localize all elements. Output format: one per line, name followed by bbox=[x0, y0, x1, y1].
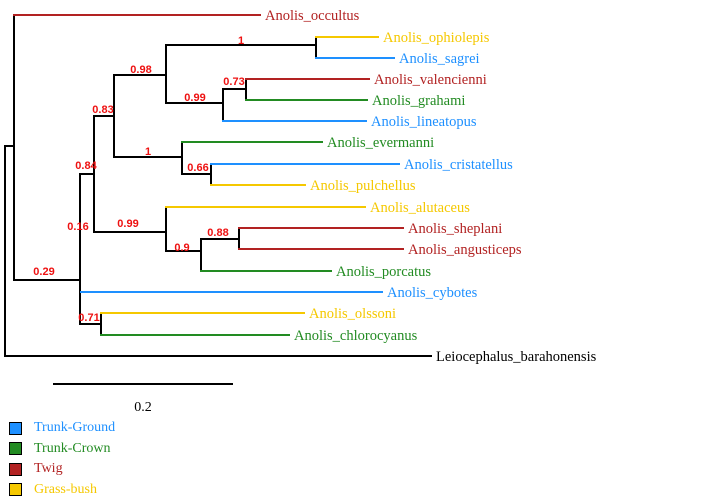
tip-label-anolis-evermanni: Anolis_evermanni bbox=[327, 135, 434, 151]
scale-bar-label: 0.2 bbox=[134, 400, 152, 415]
support-value-root-clade: 0.29 bbox=[33, 266, 54, 278]
legend-item-twig: Twig bbox=[9, 459, 115, 480]
legend-label-grass-bush: Grass-bush bbox=[34, 482, 97, 498]
legend-item-grass-bush: Grass-bush bbox=[9, 480, 115, 500]
tip-label-anolis-lineatopus: Anolis_lineatopus bbox=[371, 114, 477, 130]
support-value-cristatellus-pulchellus: 0.66 bbox=[187, 162, 208, 174]
tip-label-anolis-valencienni: Anolis_valencienni bbox=[374, 72, 487, 88]
support-value-core-clade: 0.83 bbox=[92, 104, 113, 116]
tip-labels: Anolis_occultusAnolis_ophiolepisAnolis_s… bbox=[265, 8, 597, 365]
tip-label-anolis-cristatellus: Anolis_cristatellus bbox=[404, 157, 513, 173]
tip-label-anolis-sagrei: Anolis_sagrei bbox=[399, 51, 480, 67]
tip-label-anolis-pulchellus: Anolis_pulchellus bbox=[310, 178, 416, 194]
tip-label-anolis-chlorocyanus: Anolis_chlorocyanus bbox=[294, 328, 418, 344]
legend-label-trunk-ground: Trunk-Ground bbox=[34, 420, 115, 436]
support-value-alutaceus-clade: 0.99 bbox=[117, 218, 138, 230]
tip-label-anolis-grahami: Anolis_grahami bbox=[372, 93, 465, 109]
support-value-sheplani-angusticeps: 0.88 bbox=[207, 227, 228, 239]
support-value-sagrei-ophiolepis: 1 bbox=[238, 35, 244, 47]
tip-label-anolis-angusticeps: Anolis_angusticeps bbox=[408, 242, 522, 258]
legend-swatch-trunk-ground bbox=[9, 422, 22, 435]
scale-bar: 0.2 bbox=[53, 384, 233, 415]
legend: Trunk-Ground Trunk-Crown Twig Grass-bush bbox=[9, 418, 115, 500]
support-value-evermanni-clade: 1 bbox=[145, 146, 151, 158]
legend-label-twig: Twig bbox=[34, 461, 63, 477]
tip-label-anolis-olssoni: Anolis_olssoni bbox=[309, 306, 396, 322]
legend-item-trunk-crown: Trunk-Crown bbox=[9, 439, 115, 460]
support-value-cybotes-clade: 0.16 bbox=[67, 221, 88, 233]
tip-label-anolis-ophiolepis: Anolis_ophiolepis bbox=[383, 30, 490, 46]
tip-label-anolis-occultus: Anolis_occultus bbox=[265, 8, 360, 24]
legend-swatch-trunk-crown bbox=[9, 442, 22, 455]
legend-swatch-twig bbox=[9, 463, 22, 476]
tip-label-leiocephalus-barahonensis: Leiocephalus_barahonensis bbox=[436, 349, 597, 365]
support-value-porcatus-clade: 0.9 bbox=[174, 242, 189, 254]
support-value-crown-clade: 0.84 bbox=[75, 160, 97, 172]
tip-label-anolis-cybotes: Anolis_cybotes bbox=[387, 285, 478, 301]
legend-item-trunk-ground: Trunk-Ground bbox=[9, 418, 115, 439]
tip-label-anolis-sheplani: Anolis_sheplani bbox=[408, 221, 502, 237]
support-value-grahami-lineatopus: 0.99 bbox=[184, 92, 205, 104]
support-value-valencienni-grahami: 0.73 bbox=[223, 76, 244, 88]
support-value-sagrei-grahami: 0.98 bbox=[130, 64, 151, 76]
tip-label-anolis-alutaceus: Anolis_alutaceus bbox=[370, 200, 470, 216]
legend-swatch-grass-bush bbox=[9, 483, 22, 496]
tip-label-anolis-porcatus: Anolis_porcatus bbox=[336, 264, 431, 280]
legend-label-trunk-crown: Trunk-Crown bbox=[34, 441, 111, 457]
support-value-olssoni-chlorocyanus: 0.71 bbox=[78, 312, 99, 324]
